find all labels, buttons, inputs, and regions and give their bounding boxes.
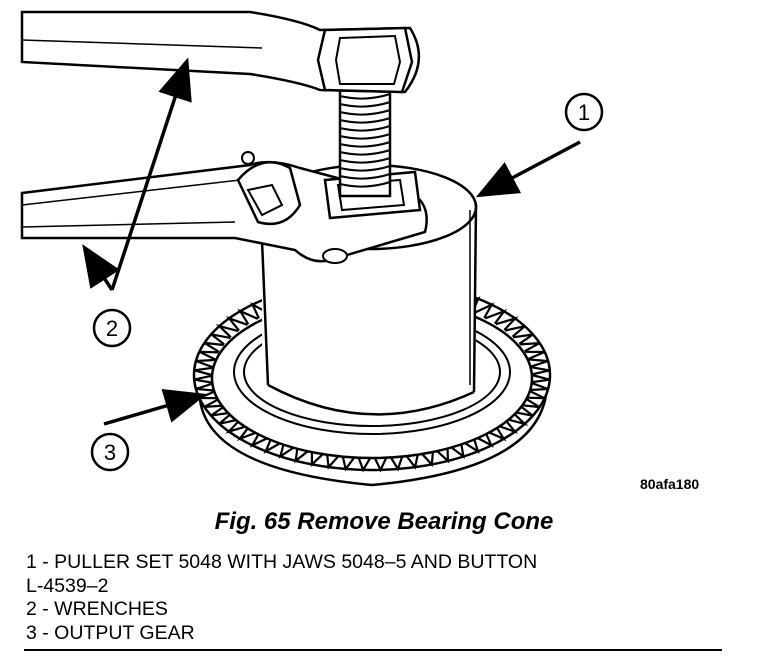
gear-tooth xyxy=(447,441,465,460)
screw-thread xyxy=(339,157,391,164)
callout-2: 2 xyxy=(82,57,192,348)
gear-tooth xyxy=(356,454,373,473)
screw-thread xyxy=(339,125,391,132)
screw-thread xyxy=(339,101,391,108)
screw-thread xyxy=(339,149,391,156)
gear-tooth xyxy=(519,342,541,353)
screw-thread xyxy=(339,109,391,116)
gear-tooth xyxy=(496,418,519,435)
upper-wrench xyxy=(20,10,421,94)
gear-tooth xyxy=(218,412,240,425)
gear-tooth xyxy=(504,325,526,338)
gear-tooth xyxy=(195,382,216,392)
gear-tooth xyxy=(461,436,480,454)
gear-tooth xyxy=(210,405,232,417)
gear-tooth xyxy=(513,404,534,417)
figure-code: 80afa180 xyxy=(640,476,700,492)
gear-tooth xyxy=(341,453,358,472)
screw-thread xyxy=(339,133,391,140)
gear-tooth xyxy=(403,451,420,470)
screw-thread xyxy=(339,117,391,124)
callout-2-number: 2 xyxy=(106,316,118,341)
legend-item-1-line-2: L-4539–2 xyxy=(26,574,109,597)
gear-tooth xyxy=(195,358,215,369)
legend-item-1-line-1: 1 - PULLER SET 5048 WITH JAWS 5048–5 AND… xyxy=(26,551,538,573)
screw-thread xyxy=(339,173,391,180)
gear-tooth xyxy=(528,358,549,368)
legend-item-2: 2 - WRENCHES xyxy=(26,598,726,622)
gear-tooth xyxy=(505,411,529,427)
gear-tooth xyxy=(512,333,534,345)
gear-tooth xyxy=(203,341,224,353)
gear-tooth xyxy=(249,431,271,448)
gear-tooth xyxy=(236,425,260,442)
screw-thread xyxy=(339,93,391,100)
gear-tooth xyxy=(531,366,551,376)
callout-1-number: 1 xyxy=(578,100,590,125)
callout-1: 1 xyxy=(475,92,604,198)
gear-tooth xyxy=(485,425,507,442)
gear-tooth xyxy=(473,302,495,319)
legend: 1 - PULLER SET 5048 WITH JAWS 5048–5 AND… xyxy=(26,551,726,645)
gear-tooth xyxy=(210,333,231,346)
screw-thread xyxy=(339,141,391,148)
legend-item-3: 3 - OUTPUT GEAR xyxy=(26,622,726,646)
gear-tooth xyxy=(325,451,342,470)
gear-tooth xyxy=(433,445,450,464)
legend-item-3-line-1: 3 - OUTPUT GEAR xyxy=(26,621,195,644)
gear-tooth xyxy=(531,373,551,384)
callout-3-number: 3 xyxy=(104,440,116,465)
screw-thread xyxy=(339,181,391,188)
gear-tooth xyxy=(278,441,298,459)
gear-tooth xyxy=(372,454,389,473)
gear-tooth xyxy=(225,419,249,434)
callout-3: 3 xyxy=(90,389,207,472)
gear-tooth xyxy=(193,366,213,377)
legend-item-1: 1 - PULLER SET 5048 WITH JAWS 5048–5 AND… xyxy=(26,551,726,598)
gear-tooth xyxy=(473,431,494,448)
gear-tooth xyxy=(529,381,549,392)
gear-tooth xyxy=(263,436,284,454)
forcing-screw xyxy=(338,86,392,198)
gear-tooth xyxy=(520,397,541,409)
gear-tooth xyxy=(294,445,312,464)
puller-illustration: 1 2 3 xyxy=(20,10,604,487)
bottom-divider xyxy=(24,649,722,651)
gear-tooth xyxy=(484,308,508,325)
gear-tooth xyxy=(495,316,519,331)
gear-tooth xyxy=(215,323,239,339)
screw-thread xyxy=(339,165,391,172)
gear-tooth xyxy=(237,308,259,325)
gear-tooth xyxy=(193,374,213,384)
gear-tooth xyxy=(198,350,219,361)
gear-tooth xyxy=(310,449,327,467)
figure-caption: Fig. 65 Remove Bearing Cone xyxy=(214,508,554,535)
gear-tooth xyxy=(225,315,248,332)
gear-tooth xyxy=(388,453,405,472)
legend-item-2-line-1: 2 - WRENCHES xyxy=(26,598,168,620)
gear-tooth xyxy=(525,350,546,360)
gear-tooth xyxy=(418,448,435,468)
